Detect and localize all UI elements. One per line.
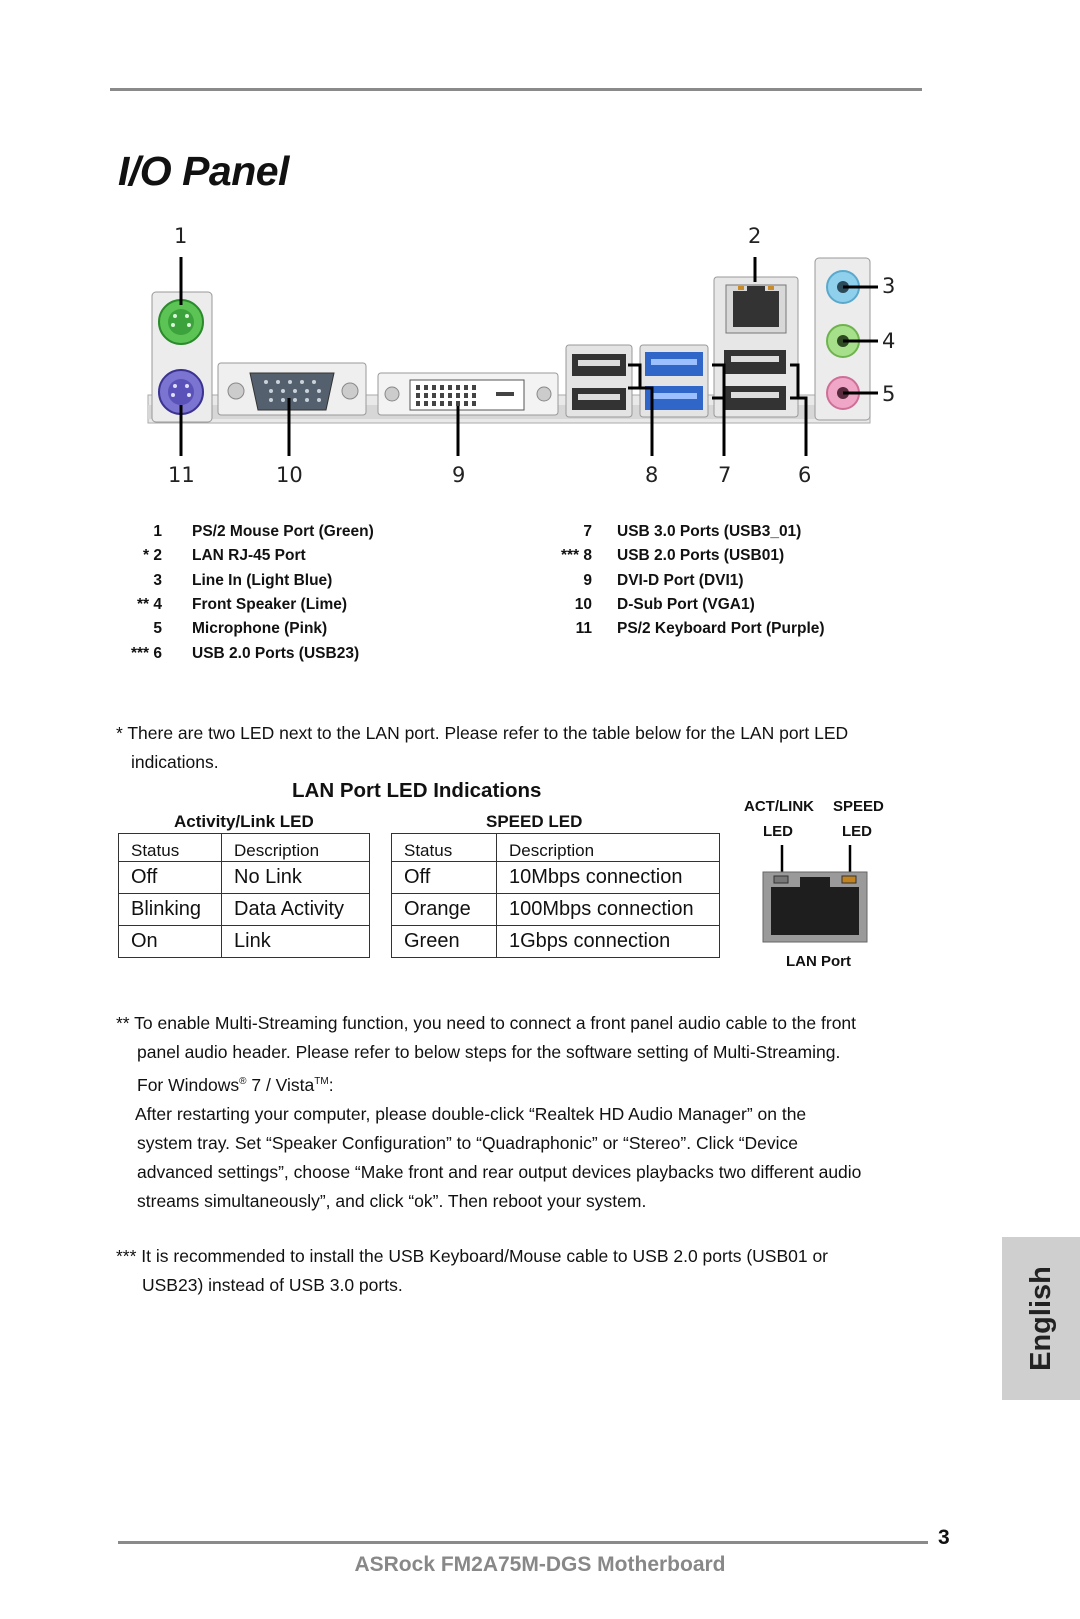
audio-jacks-illustration	[814, 257, 871, 421]
speed-label-line1: SPEED	[833, 798, 884, 815]
page-number: 3	[938, 1526, 950, 1549]
table-row: Blinking Data Activity	[118, 893, 370, 926]
table-row: Green 1Gbps connection	[391, 925, 720, 958]
callout-11: 11	[168, 463, 195, 487]
lan-usb23-illustration	[713, 276, 799, 418]
footer-rule	[118, 1541, 928, 1544]
activity-col-status: Status	[118, 833, 222, 862]
callout-10: 10	[276, 463, 303, 487]
callout-3: 3	[882, 274, 896, 298]
activity-led-table: Status Description Off No Link Blinking …	[118, 833, 370, 958]
table-row: Orange 100Mbps connection	[391, 893, 720, 926]
vga-port-illustration	[217, 362, 367, 416]
callout-7: 7	[718, 463, 732, 487]
multi-streaming-note: ** To enable Multi-Streaming function, y…	[116, 1013, 862, 1211]
callout-6: 6	[798, 463, 812, 487]
activity-led-heading: Activity/Link LED	[174, 812, 314, 831]
language-tab-label: English	[1024, 1266, 1057, 1371]
speed-led-table: Status Description Off 10Mbps connection…	[391, 833, 720, 958]
table-row: Off No Link	[118, 861, 370, 894]
act-link-label-line1: ACT/LINK	[744, 798, 814, 815]
lan-port-led-illustration	[762, 845, 868, 943]
header-rule	[110, 88, 922, 91]
usb3-ports-illustration	[639, 344, 709, 418]
dvi-port-illustration	[377, 372, 559, 416]
speed-col-status: Status	[391, 833, 497, 862]
callout-2: 2	[748, 224, 762, 248]
callout-9: 9	[452, 463, 466, 487]
callout-5: 5	[882, 382, 896, 406]
windows-version-line: For Windows® 7 / VistaTM:	[137, 1074, 334, 1095]
io-panel-diagram	[147, 257, 878, 456]
footer-product-name: ASRock FM2A75M-DGS Motherboard	[354, 1553, 726, 1576]
act-link-label-line2: LED	[763, 823, 793, 840]
callout-1: 1	[174, 224, 188, 248]
speed-label-line2: LED	[842, 823, 872, 840]
lan-port-caption: LAN Port	[786, 953, 851, 970]
speed-led-heading: SPEED LED	[486, 812, 583, 831]
speed-col-description: Description	[496, 833, 720, 862]
lan-led-note: * There are two LED next to the LAN port…	[116, 723, 849, 772]
usb-recommendation-note: *** It is recommended to install the USB…	[116, 1246, 829, 1295]
ps2-ports-illustration	[151, 291, 213, 423]
table-row: On Link	[118, 925, 370, 958]
callout-8: 8	[645, 463, 659, 487]
led-section-title: LAN Port LED Indications	[292, 779, 542, 802]
callout-4: 4	[882, 329, 896, 353]
usb01-ports-illustration	[565, 344, 633, 418]
language-tab: English	[1002, 1237, 1080, 1400]
page-title: I/O Panel	[118, 148, 289, 194]
activity-col-description: Description	[221, 833, 370, 862]
table-row: Off 10Mbps connection	[391, 861, 720, 894]
